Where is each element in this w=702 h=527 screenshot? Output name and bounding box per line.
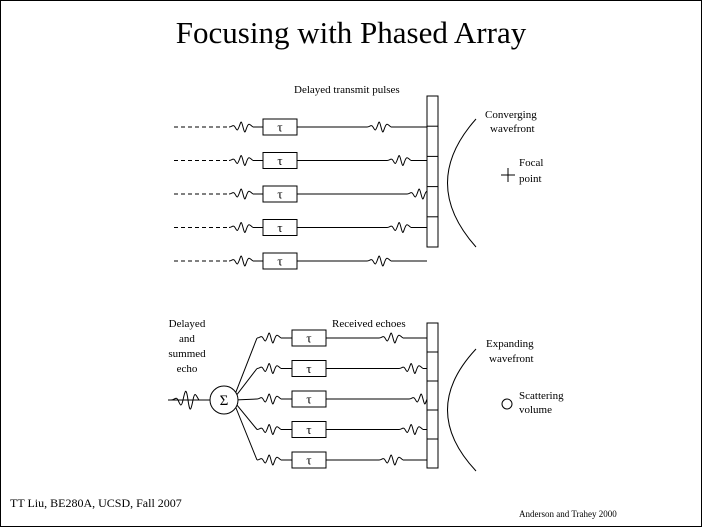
transmit-input-pulse [228,188,254,200]
converging-wavefront-label-1: Converging [485,109,537,121]
expanding-wavefront-label-1: Expanding [486,338,534,350]
received-echo-pulse [398,363,424,374]
receive-delay-box-symbol: τ [306,422,311,437]
received-echo-pulse [398,424,424,435]
summed-echo-pulse [170,390,200,410]
receive-label: Received echoes [332,318,406,330]
receive-fan-line [233,401,258,430]
received-delayed-pulse [256,454,282,466]
receive-fan-line [233,337,258,398]
delayed-transmit-pulse [366,121,392,133]
transmit-delay-box-symbol: τ [277,220,282,235]
focal-point-label-1: Focal [519,157,543,169]
footer-course-credit: TT Liu, BE280A, UCSD, Fall 2007 [10,496,182,510]
received-delayed-pulse [256,393,282,405]
expanding-wavefront-label-2: wavefront [489,353,534,365]
transmit-input-pulse [228,155,254,166]
summation-symbol: Σ [220,393,229,409]
transmit-input-pulse [228,121,254,133]
summed-echo-label-2: and [179,333,195,345]
received-delayed-pulse [256,332,282,344]
expanding-wavefront-arc [447,348,477,472]
receive-delay-box-symbol: τ [306,361,311,376]
footer-source-credit: Anderson and Trahey 2000 [519,509,617,519]
received-echo-pulse [378,332,404,344]
summed-echo-label-4: echo [177,363,198,375]
transmit-delay-box-symbol: τ [277,153,282,168]
received-delayed-pulse [256,424,282,435]
scattering-volume-label-1: Scattering [519,390,564,402]
delayed-transmit-pulse [386,222,412,233]
delayed-transmit-pulse [386,155,412,166]
focal-point-label-2: point [519,173,542,185]
converging-wavefront-arc [447,118,477,248]
slide-title: Focusing with Phased Array [175,15,527,50]
summed-echo-label-3: summed [168,348,206,360]
receive-transducer-array [426,322,439,469]
delayed-transmit-pulse [406,188,432,200]
receive-fan-line [233,368,258,399]
scattering-volume-marker [501,398,513,410]
converging-wavefront-label-2: wavefront [490,123,535,135]
transmit-label: Delayed transmit pulses [294,84,400,96]
receive-delay-box-symbol: τ [306,453,311,468]
receive-fan-line [233,402,258,461]
transmit-delay-box-symbol: τ [277,120,282,135]
transmit-delay-box-symbol: τ [277,187,282,202]
scattering-volume-label-2: volume [519,404,552,416]
transmit-input-pulse [228,222,254,233]
summed-echo-label-1: Delayed [169,318,206,330]
transmit-transducer-array [426,95,439,248]
received-delayed-pulse [256,363,282,374]
receive-delay-box-symbol: τ [306,331,311,346]
receive-delay-box-symbol: τ [306,392,311,407]
received-echo-pulse [378,454,404,466]
transmit-input-pulse [228,255,254,267]
transmit-diagram: τ τ τ τ τ [174,95,515,270]
delayed-transmit-pulse [366,255,392,267]
transmit-delay-box-symbol: τ [277,254,282,269]
